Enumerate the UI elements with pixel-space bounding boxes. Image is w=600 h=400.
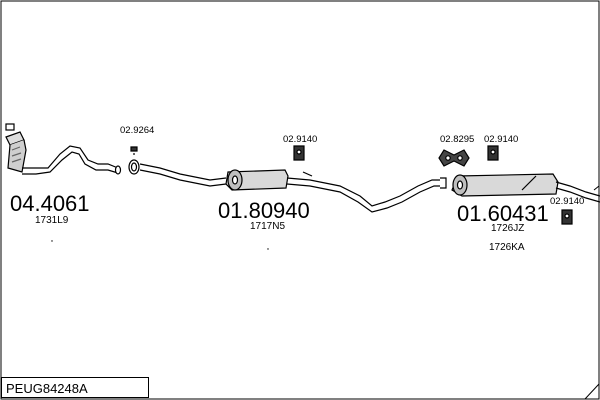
rear-mount-drawing	[438, 149, 470, 167]
marker-dot	[267, 248, 269, 250]
frame-corner-mark	[584, 383, 600, 400]
accessory-hanger-rear-end: 02.9140	[550, 196, 585, 207]
footer-code-box: PEUG84248A	[1, 377, 149, 398]
accessory-ring-clamp: 02.9264	[120, 125, 155, 136]
part-ref-rear-silencer-1: 1726JZ	[491, 223, 525, 234]
ring-clamp-drawing	[128, 146, 140, 175]
part-number-rear-silencer: 01.60431	[457, 201, 549, 226]
part-ref-middle-silencer: 1717N5	[250, 221, 286, 232]
hanger-rear-end-drawing	[561, 209, 573, 225]
accessory-mount-rear: 02.8295	[440, 134, 475, 145]
front-pipe	[139, 163, 227, 187]
hanger-middle-drawing	[293, 145, 305, 161]
accessory-hanger-rear-top: 02.9140	[484, 134, 519, 145]
rear-silencer-drawing	[451, 173, 600, 203]
part-ref-rear-silencer-2: 1726KA	[489, 242, 525, 253]
marker-dot	[51, 240, 53, 242]
part-number-catalyst: 04.4061	[10, 191, 90, 216]
footer-code: PEUG84248A	[6, 381, 88, 396]
frame-corner-mark-2	[593, 185, 600, 191]
part-ref-catalyst: 1731L9	[35, 215, 69, 226]
part-number-middle-silencer: 01.80940	[218, 198, 310, 223]
accessory-hanger-middle: 02.9140	[283, 134, 318, 145]
hanger-rear-top-drawing	[487, 145, 499, 161]
middle-silencer-drawing	[225, 169, 313, 191]
mid-pipe	[286, 177, 447, 213]
catalyst-drawing	[5, 123, 122, 175]
